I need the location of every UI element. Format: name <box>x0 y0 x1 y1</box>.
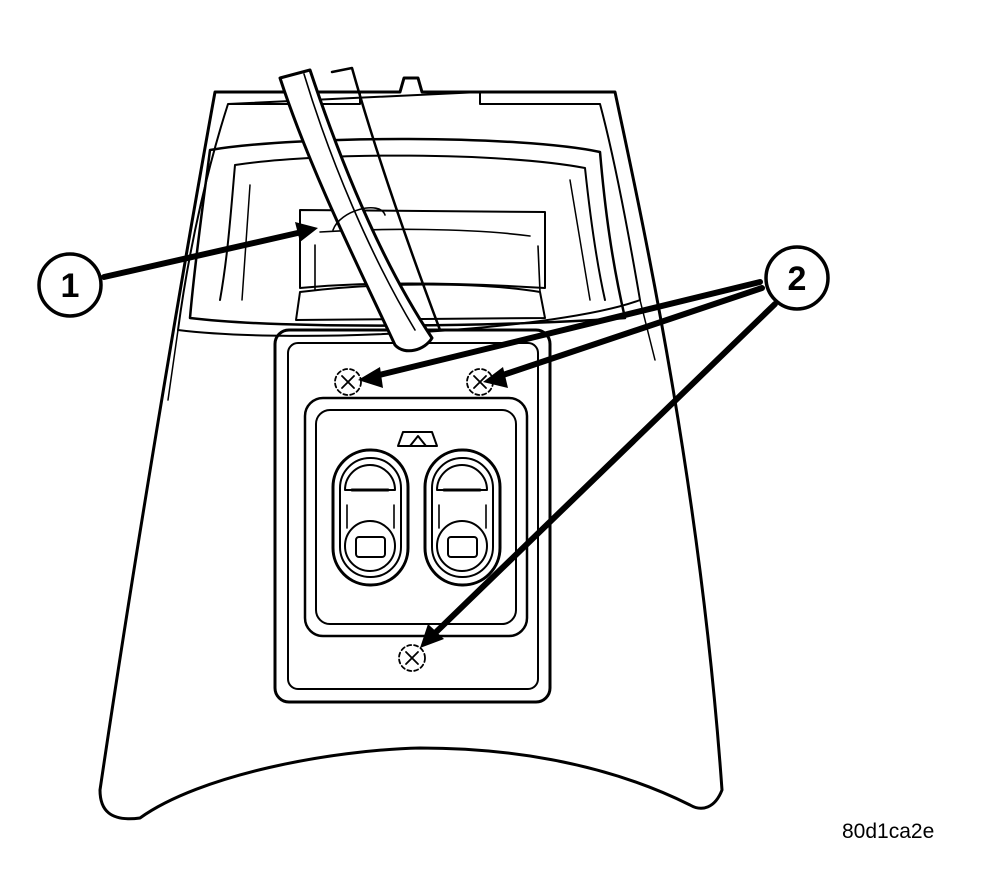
console-housing <box>98 76 724 821</box>
figure-id-label: 80d1ca2e <box>842 820 935 843</box>
callout-2: 2 <box>764 245 830 311</box>
callout-1: 1 <box>37 252 103 318</box>
switch-pod <box>303 396 529 638</box>
window-switch-left-icon <box>331 448 410 587</box>
window-switch-right-icon <box>423 448 502 587</box>
svg-text:2: 2 <box>788 260 807 298</box>
svg-text:1: 1 <box>61 267 80 305</box>
screw-icon-top-left <box>334 368 362 396</box>
pry-tool-icon <box>278 66 442 353</box>
screw-icon-bottom <box>398 644 426 672</box>
window-lock-icon <box>397 431 438 447</box>
